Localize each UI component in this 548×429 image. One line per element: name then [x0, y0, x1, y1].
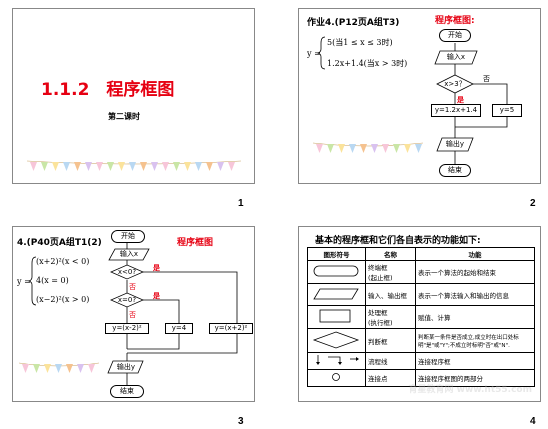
calc-box-1: y=(x-2)² [105, 323, 149, 334]
symbols-table: 图形符号 名称 功能 终端框 (起止框) 表示一个算法的起始和结束 输入、输出框… [307, 247, 535, 387]
formula-brace [316, 36, 326, 70]
condition-diamond: x>3？ [444, 80, 466, 88]
page-number: 1 [238, 198, 244, 209]
flowchart-lines [434, 43, 508, 164]
slide-3[interactable]: 4.(P40页A组T1(2) 程序框图 y = (x+2)²(x < 0) 4(… [12, 226, 255, 402]
connector-symbol [307, 369, 366, 387]
slide-heading: 4.(P40页A组T1(2) [17, 238, 102, 248]
start-terminal: 开始 [111, 230, 145, 243]
end-terminal: 结束 [110, 385, 144, 398]
row-func: 连接程序框 [415, 352, 535, 370]
row-func: 表示一个算法输入和输出的信息 [415, 283, 535, 306]
page-number: 4 [530, 416, 536, 427]
bunting-decoration [27, 160, 241, 171]
flowline-symbol [307, 352, 366, 370]
row-func: 判断某一条件是否成立,成立时在出口处标明"是"或"Y";不成立时标明"否"或"N… [415, 328, 535, 353]
slide-heading: 作业4.(P12页A组T3) [307, 18, 400, 28]
table-row: 终端框 (起止框) 表示一个算法的起始和结束 [307, 260, 535, 284]
no-label: 否 [483, 75, 490, 83]
output-y-box: 输出y [116, 363, 136, 371]
table-row: 流程线 连接程序框 [307, 352, 535, 370]
row-name: 输入、输出框 [365, 283, 416, 306]
formula-case-1: 5(当1 ≤ x ≤ 3时) [327, 38, 393, 47]
row-func: 连接程序框图的两部分 [415, 369, 535, 387]
decision-symbol [307, 328, 366, 353]
slide-1[interactable]: 1.1.2 程序框图 第二课时 [12, 8, 255, 184]
table-row: 处理框 (执行框) 赋值、计算 [307, 305, 535, 329]
row-name: 处理框 (执行框) [365, 305, 416, 329]
formula-lhs: y = [307, 49, 321, 58]
condition-diamond-1: x<0? [117, 268, 137, 276]
formula-case-3: (x−2)²(x > 0) [36, 295, 90, 304]
io-symbol [307, 283, 366, 306]
watermark: 育星教育网 www.ht55.com [408, 385, 532, 395]
calc-yes-box: y=1.2x+1.4 [431, 104, 481, 117]
terminal-symbol [307, 260, 366, 284]
col-header: 图形符号 [307, 247, 366, 261]
yes-label-1: 是 [153, 264, 160, 272]
no-label-2: 否 [129, 311, 136, 319]
row-name: 判断框 [365, 328, 416, 353]
table-row: 输入、输出框 表示一个算法输入和输出的信息 [307, 283, 535, 306]
formula-brace [27, 256, 37, 306]
table-row: 判断框 判断某一条件是否成立,成立时在出口处标明"是"或"Y";不成立时标明"否… [307, 328, 535, 353]
no-label-1: 否 [129, 283, 136, 291]
input-x-box: 输入x [446, 53, 466, 61]
formula-lhs: y = [17, 277, 31, 286]
col-header: 功能 [415, 247, 535, 261]
slide-title: 1.1.2 程序框图 [41, 80, 175, 100]
yes-label-2: 是 [153, 292, 160, 300]
input-x-box: 输入x [119, 250, 139, 258]
formula-case-2: 4(x = 0) [36, 276, 69, 285]
row-func: 赋值、计算 [415, 305, 535, 329]
calc-no-box: y=5 [492, 104, 522, 117]
condition-diamond-2: x=0? [117, 296, 137, 304]
slide-4[interactable]: 基本的程序框和它们各自表示的功能如下: 图形符号 名称 功能 终端框 (起止框)… [298, 226, 541, 402]
row-name: 流程线 [365, 352, 416, 370]
start-terminal: 开始 [439, 29, 471, 42]
row-name: 连接点 [365, 369, 416, 387]
flowchart-label: 程序框图 [177, 238, 214, 248]
end-terminal: 结束 [439, 164, 471, 177]
slide-heading: 基本的程序框和它们各自表示的功能如下: [315, 236, 481, 246]
process-symbol [307, 305, 366, 329]
calc-box-3: y=(x+2)² [209, 323, 253, 334]
table-row: 连接点 连接程序框图的两部分 [307, 369, 535, 387]
calc-box-2: y=4 [165, 323, 193, 334]
page-number: 2 [530, 198, 536, 209]
bunting-decoration [313, 142, 423, 153]
slide-2[interactable]: 作业4.(P12页A组T3) 程序框图: y = 5(当1 ≤ x ≤ 3时) … [298, 8, 541, 184]
formula-case-1: (x+2)²(x < 0) [36, 257, 90, 266]
output-y-box: 输出y [445, 140, 465, 148]
row-func: 表示一个算法的起始和结束 [415, 260, 535, 284]
flowchart-lines [107, 243, 238, 385]
slide-subtitle: 第二课时 [108, 112, 140, 121]
flowchart-label: 程序框图: [435, 16, 475, 26]
formula-case-2: 1.2x+1.4(当x > 3时) [327, 59, 408, 68]
row-name: 终端框 (起止框) [365, 260, 416, 284]
yes-label: 是 [457, 96, 464, 104]
col-header: 名称 [365, 247, 416, 261]
bunting-decoration [19, 362, 99, 373]
page-number: 3 [238, 416, 244, 427]
